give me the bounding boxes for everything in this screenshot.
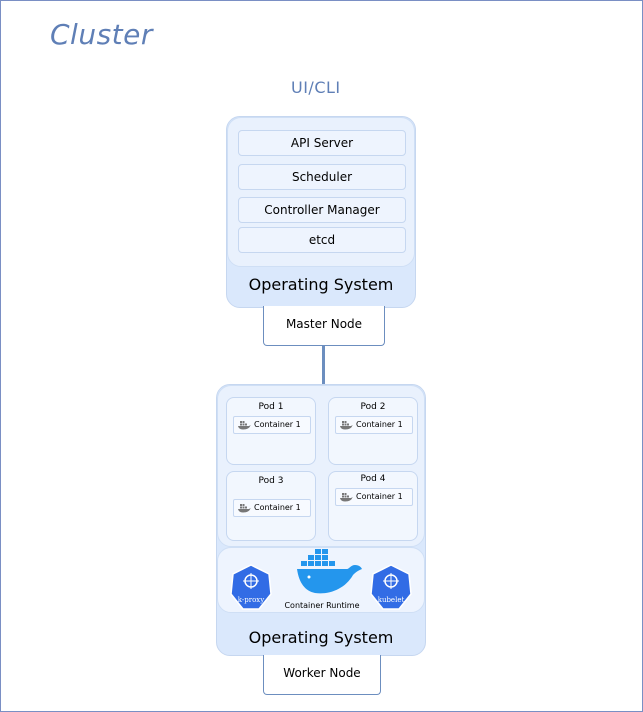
container-label: Container 1 <box>356 492 403 501</box>
docker-icon <box>238 504 251 513</box>
pod-4: Pod 4 Container 1 <box>328 471 418 541</box>
ui-cli-label: UI/CLI <box>291 78 341 97</box>
docker-whale-icon <box>297 549 362 594</box>
k8s-hexagon-icon <box>370 564 412 610</box>
pod-label: Pod 1 <box>258 402 284 412</box>
pod-2: Pod 2 Container 1 <box>328 397 418 465</box>
container-label: Container 1 <box>254 503 301 512</box>
pod-label: Pod 4 <box>360 474 386 484</box>
k8s-hexagon-icon <box>230 564 272 610</box>
k-proxy-label: k-proxy <box>237 596 265 604</box>
worker-node-box: Worker Node <box>263 655 381 695</box>
docker-icon <box>340 421 353 430</box>
pod-label: Pod 3 <box>258 476 284 486</box>
controller-manager-box: Controller Manager <box>238 197 406 223</box>
container-box: Container 1 <box>335 488 413 506</box>
kubelet-label: kubelet <box>377 596 405 604</box>
container-box: Container 1 <box>233 499 311 517</box>
master-os-block: API Server Scheduler Controller Manager … <box>226 116 416 308</box>
container-box: Container 1 <box>335 416 413 434</box>
container-label: Container 1 <box>254 420 301 429</box>
worker-os-label: Operating System <box>248 628 394 647</box>
master-node-box: Master Node <box>263 306 385 346</box>
docker-icon <box>340 493 353 502</box>
pod-label: Pod 2 <box>360 402 386 412</box>
worker-os-block: Pod 1 Container 1 Pod 2 Container 1 <box>216 384 426 656</box>
master-os-label: Operating System <box>248 275 394 294</box>
master-worker-connector <box>322 346 325 384</box>
control-plane-group: API Server Scheduler Controller Manager … <box>227 117 415 267</box>
pods-group: Pod 1 Container 1 Pod 2 Container 1 <box>217 385 425 547</box>
scheduler-box: Scheduler <box>238 164 406 190</box>
etcd-box: etcd <box>238 227 406 253</box>
docker-icon <box>238 421 251 430</box>
container-label: Container 1 <box>356 420 403 429</box>
pod-3: Pod 3 Container 1 <box>226 471 316 541</box>
pod-1: Pod 1 Container 1 <box>226 397 316 465</box>
container-runtime-label: Container Runtime <box>284 601 360 610</box>
container-box: Container 1 <box>233 416 311 434</box>
api-server-box: API Server <box>238 130 406 156</box>
cluster-title: Cluster <box>50 18 153 51</box>
